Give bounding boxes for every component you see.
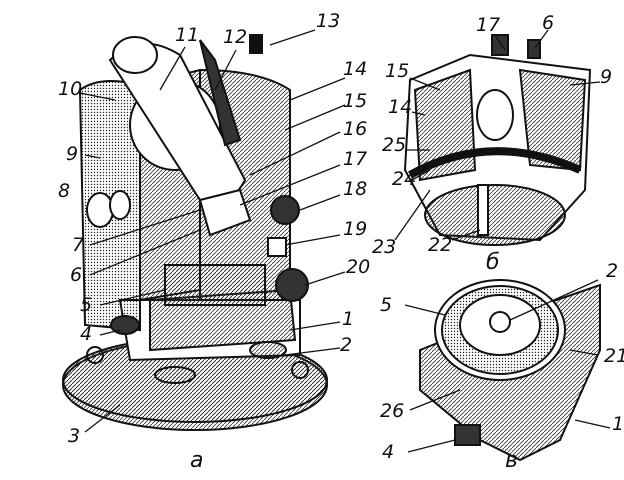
- part-label-4: 4: [80, 323, 93, 345]
- part-label-17: 17: [343, 148, 368, 170]
- part-label-18: 18: [343, 178, 368, 200]
- panel-caption-b: б: [486, 250, 500, 275]
- part-label-9: 9: [600, 66, 613, 88]
- part-label-17: 17: [476, 14, 501, 36]
- part-label-10: 10: [58, 78, 83, 100]
- part-label-20: 20: [346, 256, 371, 278]
- alidade-view: [403, 34, 592, 246]
- part-label-26: 26: [380, 400, 405, 422]
- leader-lines-a: [79, 29, 346, 433]
- part-label-5: 5: [380, 294, 393, 316]
- part-label-1: 1: [612, 413, 624, 435]
- leader-lines-b: [394, 29, 601, 241]
- part-label-11: 11: [175, 24, 200, 46]
- part-label-16: 16: [343, 118, 368, 140]
- part-label-14: 14: [343, 58, 368, 80]
- panel-caption-v: в: [505, 448, 518, 473]
- part-label-6: 6: [70, 264, 83, 286]
- part-label-6: 6: [542, 12, 555, 34]
- part-label-2: 2: [606, 260, 619, 282]
- part-label-2: 2: [340, 334, 353, 356]
- panel-caption-a: а: [190, 448, 204, 473]
- part-label-8: 8: [58, 180, 71, 202]
- part-label-13: 13: [316, 10, 341, 32]
- part-label-1: 1: [342, 308, 355, 330]
- part-label-25: 25: [382, 134, 407, 156]
- limb-view: [419, 279, 601, 462]
- part-label-4: 4: [382, 441, 395, 463]
- part-label-19: 19: [343, 218, 368, 240]
- part-label-14: 14: [388, 96, 413, 118]
- part-label-21: 21: [604, 345, 624, 367]
- part-label-3: 3: [68, 425, 81, 447]
- part-label-23: 23: [372, 236, 397, 258]
- part-label-9: 9: [66, 143, 79, 165]
- theodolite-main-view: [62, 34, 328, 431]
- leader-lines-v: [404, 279, 611, 453]
- part-label-15: 15: [385, 60, 410, 82]
- part-label-24: 24: [392, 168, 417, 190]
- part-label-15: 15: [343, 90, 368, 112]
- part-label-7: 7: [72, 234, 85, 256]
- part-label-5: 5: [80, 294, 93, 316]
- part-label-22: 22: [428, 234, 453, 256]
- part-label-12: 12: [223, 26, 248, 48]
